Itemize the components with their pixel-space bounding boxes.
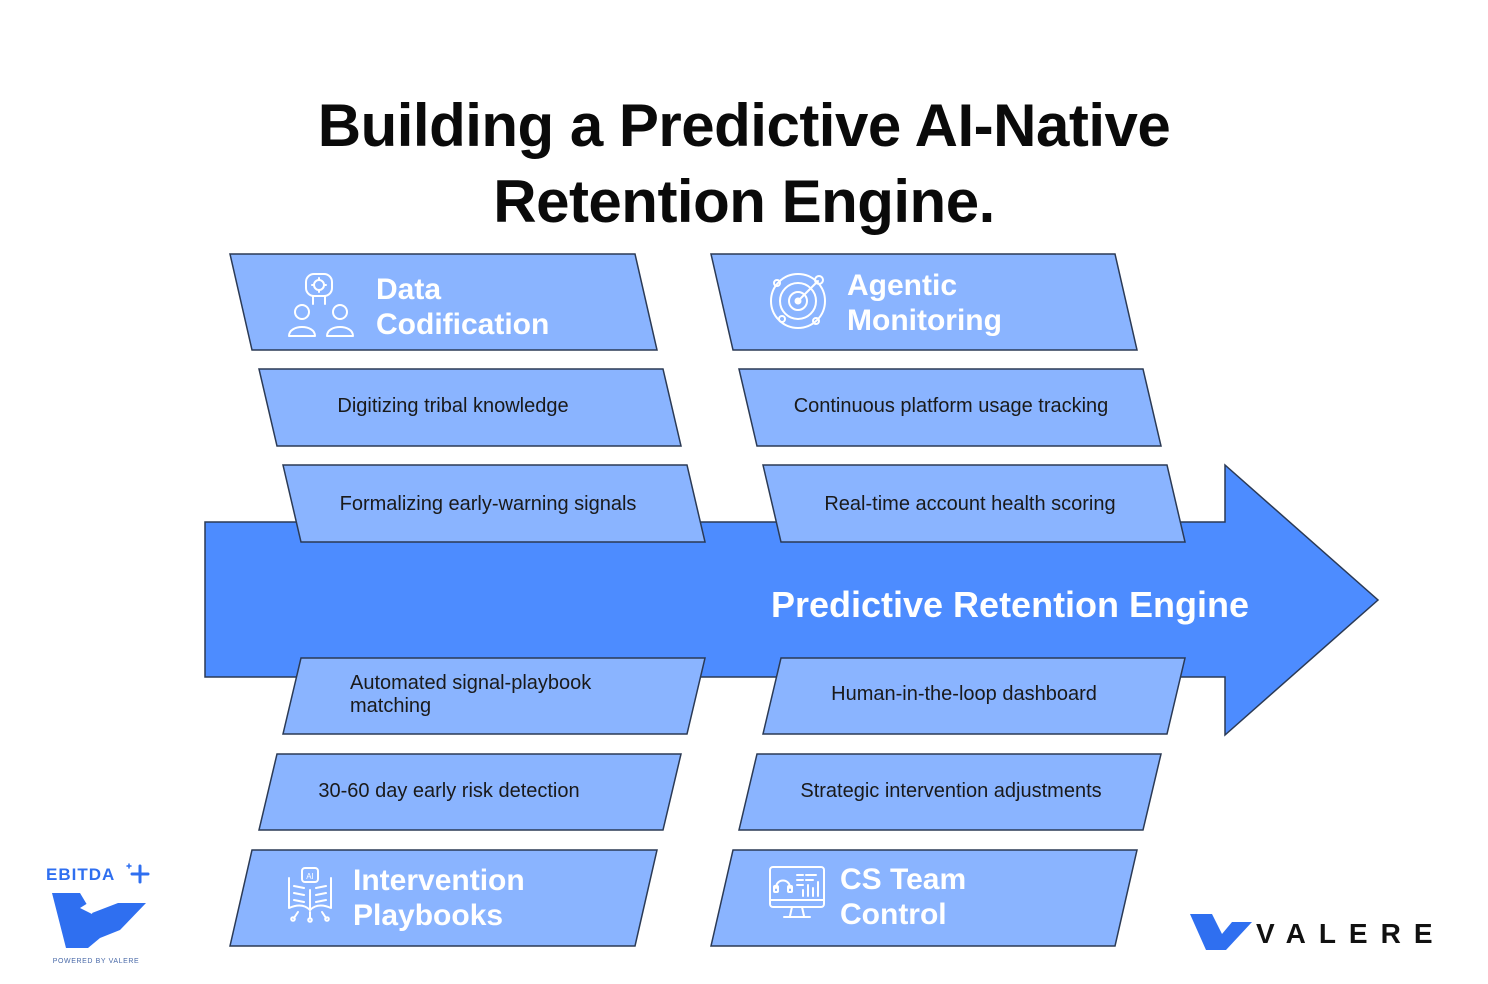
plus-sparkle-icon	[130, 864, 150, 884]
item-text-risk: 30-60 day early risk detection	[318, 780, 579, 802]
ebitda-powered-by-text: POWERED BY VALERE	[53, 958, 140, 965]
category-title-intervention-playbooks-line-1: Intervention	[353, 864, 525, 897]
category-title-agentic-monitoring-line-2: Monitoring	[847, 304, 1002, 337]
category-title-agentic-monitoring-line-1: Agentic	[847, 269, 957, 302]
item-box-automated	[282, 657, 706, 735]
item-text-strategic: Strategic intervention adjustments	[800, 780, 1101, 802]
main-arrow-label: Predictive Retention Engine	[771, 584, 1249, 625]
item-box-continuous	[738, 368, 1162, 447]
item-text-formalizing: Formalizing early-warning signals	[340, 493, 637, 515]
item-box-digitizing	[258, 368, 682, 447]
valere-logo: VALERE	[1190, 914, 1446, 950]
item-text-human: Human-in-the-loop dashboard	[831, 683, 1097, 705]
svg-text:AI: AI	[306, 872, 314, 881]
category-box-data-codification	[229, 253, 658, 351]
item-text-continuous: Continuous platform usage tracking	[794, 395, 1109, 417]
item-text-realtime: Real-time account health scoring	[824, 493, 1115, 515]
item-text-automated-line-1: Automated signal-playbook	[350, 672, 592, 694]
ebitda-logo-text: EBITDA	[46, 865, 115, 884]
people-ai-icon	[288, 273, 354, 337]
category-title-data-codification-line-1: Data	[376, 273, 441, 306]
category-box-agentic-monitoring	[710, 253, 1138, 351]
category-box-intervention-playbooks	[229, 849, 658, 947]
radar-icon	[770, 273, 826, 329]
item-box-risk	[258, 753, 682, 831]
valere-logo-text: VALERE	[1256, 918, 1446, 949]
item-box-formalizing	[282, 464, 706, 543]
dashboard-monitor-icon	[769, 866, 825, 918]
page-title-line-2: Retention Engine.	[493, 168, 995, 235]
item-text-digitizing: Digitizing tribal knowledge	[337, 395, 568, 417]
category-title-cs-team-control-line-2: Control	[840, 898, 947, 931]
item-box-strategic	[738, 753, 1162, 831]
valere-mark-icon	[1190, 914, 1252, 950]
item-box-human	[762, 657, 1186, 735]
category-title-intervention-playbooks-line-2: Playbooks	[353, 899, 503, 932]
category-box-cs-team-control	[710, 849, 1138, 947]
item-box-realtime	[762, 464, 1186, 543]
rocket-mark-icon	[52, 893, 146, 948]
category-title-cs-team-control-line-1: CS Team	[840, 863, 966, 896]
item-text-automated-line-2: matching	[350, 695, 431, 717]
category-title-data-codification-line-2: Codification	[376, 308, 549, 341]
ebitda-logo: EBITDA POWERED BY VALERE	[46, 863, 150, 965]
ai-book-icon: AI	[288, 867, 332, 923]
page-title-line-1: Building a Predictive AI-Native	[317, 92, 1171, 159]
